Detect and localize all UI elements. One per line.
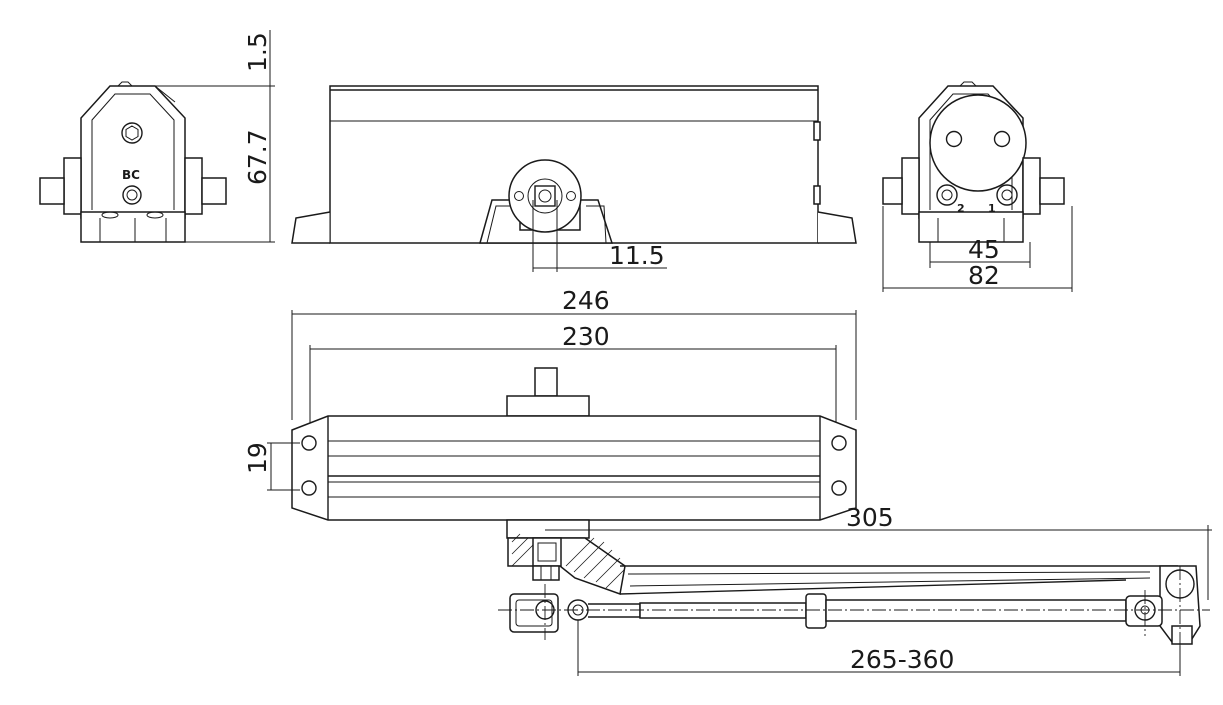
bc-label: BC (122, 168, 140, 182)
dim-19: 19 (243, 442, 272, 474)
dim-1-5: 1.5 (243, 32, 272, 72)
dim-305: 305 (846, 503, 894, 532)
dim-45: 45 (968, 235, 1000, 264)
front-view: 11.5 (291, 85, 857, 272)
valve-1-label: 1 (988, 202, 996, 215)
top-view: 246 230 19 (243, 286, 857, 539)
arm-assembly: 305 265-360 (498, 503, 1212, 676)
dim-246: 246 (562, 286, 610, 315)
dim-11-5: 11.5 (609, 241, 665, 270)
dim-230: 230 (562, 322, 610, 351)
dim-82: 82 (968, 261, 1000, 290)
dim-265-360: 265-360 (850, 645, 954, 674)
valve-2-label: 2 (957, 202, 965, 215)
width-dimensions: 45 82 (882, 206, 1073, 292)
dim-67-7: 67.7 (243, 129, 272, 185)
left-side-view: BC (39, 81, 227, 243)
height-dimensions: 1.5 67.7 (155, 30, 275, 243)
right-side-view: 2 1 (882, 81, 1065, 243)
